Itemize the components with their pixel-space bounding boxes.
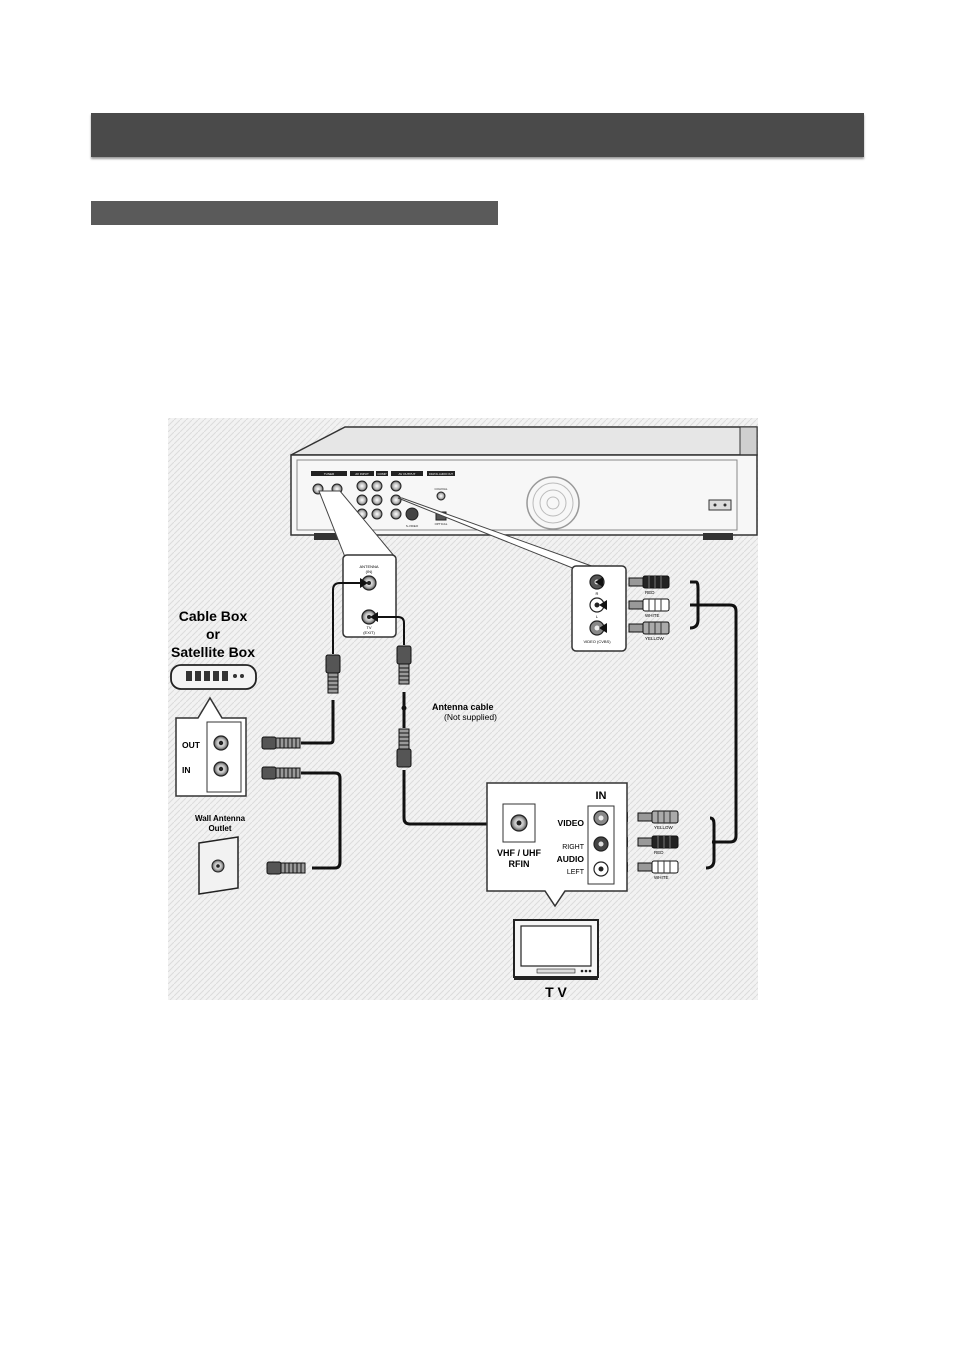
panel-comp-label: COMP [378, 472, 387, 476]
plug-yellow-label: YELLOW [645, 636, 665, 641]
out-label: OUT [182, 740, 201, 750]
fan-grille-icon [526, 476, 580, 530]
rca-plugs-tv: YELLOW RED WHITE [637, 810, 679, 880]
rca-plugs-recorder: RED WHITE YELLOW [628, 575, 670, 641]
plug-red-label: RED [645, 590, 655, 595]
in-label: IN [182, 765, 191, 775]
panel-tuner-label: TUNER [324, 472, 335, 476]
recorder-unit: TUNER AV INPUT COMP AV OUTPUT DIGITAL AU… [290, 426, 758, 540]
panel-optical-label: OPTICAL [435, 522, 448, 526]
tv-plug-yellow-label: YELLOW [654, 825, 674, 830]
tv-icon [513, 919, 599, 980]
tv-right-label: RIGHT [562, 844, 585, 851]
cable-box-label: Cable Box [179, 608, 248, 624]
tv-audio-label: AUDIO [557, 854, 585, 864]
jack-r-label: R [596, 591, 599, 596]
tv-plug-red-label: RED [654, 850, 664, 855]
panel-svideo-label: S-VIDEO [406, 524, 419, 528]
rfin-label: RFIN [509, 859, 530, 869]
tv-plug-white-label: WHITE [654, 875, 669, 880]
not-supplied-label: (Not supplied) [444, 712, 497, 722]
antenna-in-sub-label: (IN) [366, 569, 373, 574]
power-inlet-icon [708, 499, 732, 511]
wall-antenna-outlet-label: Outlet [208, 824, 231, 833]
cable-box: Cable Box or Satellite Box [170, 608, 257, 690]
plug-white-label: WHITE [645, 613, 660, 618]
av-output-zoom-panel: R L VIDEO (CVBS) [571, 565, 627, 652]
subsection-title-bar [91, 201, 498, 225]
tv-exit-label: TV [366, 625, 371, 630]
panel-av-output-label: AV OUTPUT [399, 472, 416, 476]
tv-jack-panel: VHF / UHF RFIN IN VIDEO RIGHT AUDIO LEFT [486, 782, 628, 908]
vhf-uhf-label: VHF / UHF [497, 848, 542, 858]
wall-antenna-outlet: Wall Antenna Outlet [195, 814, 246, 895]
wall-antenna-label: Wall Antenna [195, 814, 246, 823]
satellite-box-label: Satellite Box [171, 644, 255, 660]
panel-coaxial-label: COAXIAL [434, 487, 447, 491]
tv-video-label: VIDEO [558, 818, 585, 828]
f-connector-plugs [261, 645, 412, 875]
cable-box-or-label: or [206, 626, 221, 642]
section-title-bar [91, 113, 864, 157]
jack-l-label: L [596, 614, 599, 619]
antenna-zoom-panel: ANTENNA (IN) TV (EXIT) [342, 554, 397, 638]
video-cvbs-label: VIDEO (CVBS) [583, 639, 611, 644]
panel-av-input-label: AV INPUT [355, 472, 369, 476]
antenna-cable-label: Antenna cable [432, 702, 494, 712]
cables [301, 580, 738, 870]
tv-left-label: LEFT [567, 869, 585, 876]
tv-in-label: IN [596, 790, 607, 802]
antenna-in-label: ANTENNA [359, 564, 378, 569]
cable-box-jack-panel: OUT IN [175, 696, 247, 797]
panel-digital-audio-label: DIGITAL AUDIO OUT [429, 473, 453, 476]
tv-label: T V [545, 984, 567, 1000]
tv-exit-sub-label: (EXIT) [363, 630, 375, 635]
